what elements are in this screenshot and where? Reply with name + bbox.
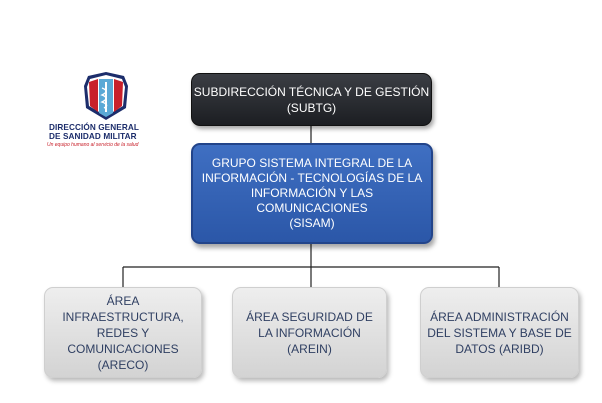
logo-title-line1: DIRECCIÓN GENERAL <box>49 123 139 132</box>
areco-label: ÁREA INFRAESTRUCTURA, REDES Y COMUNICACI… <box>62 293 184 372</box>
org-box-sisam: GRUPO SISTEMA INTEGRAL DE LA INFORMACIÓN… <box>191 143 433 244</box>
arein-label: ÁREA SEGURIDAD DE LA INFORMACIÓN (AREIN) <box>246 309 373 356</box>
sisam-label: GRUPO SISTEMA INTEGRAL DE LA INFORMACIÓN… <box>201 156 423 230</box>
org-box-areco: ÁREA INFRAESTRUCTURA, REDES Y COMUNICACI… <box>44 287 202 378</box>
org-box-aribd: ÁREA ADMINISTRACIÓN DEL SISTEMA Y BASE D… <box>420 287 579 378</box>
subtg-label: SUBDIRECCIÓN TÉCNICA Y DE GESTIÓN (SUBTG… <box>193 84 430 115</box>
logo-title-line2: DE SANIDAD MILITAR <box>49 132 137 141</box>
logo-tagline: Un equipo humano al servicio de la salud <box>47 142 139 148</box>
org-box-arein: ÁREA SEGURIDAD DE LA INFORMACIÓN (AREIN) <box>232 287 387 378</box>
shield-icon <box>84 72 128 120</box>
aribd-label: ÁREA ADMINISTRACIÓN DEL SISTEMA Y BASE D… <box>427 309 572 356</box>
org-box-subtg: SUBDIRECCIÓN TÉCNICA Y DE GESTIÓN (SUBTG… <box>191 73 432 126</box>
